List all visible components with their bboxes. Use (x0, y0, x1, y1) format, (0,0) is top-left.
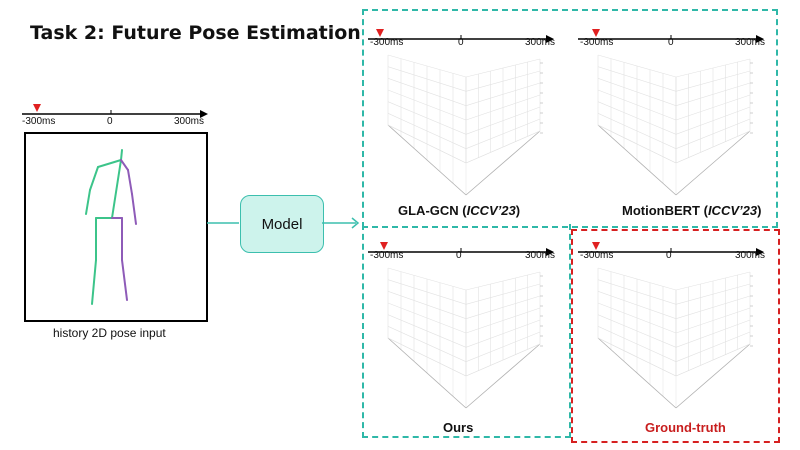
grid-line (675, 70, 751, 92)
time-marker-icon (592, 242, 600, 250)
grid-line (597, 279, 677, 305)
grid-line (465, 271, 541, 291)
input-pose-frame (24, 132, 208, 322)
time-marker-icon (33, 104, 41, 112)
timeline-mid: 0 (107, 116, 113, 127)
time-marker-icon (380, 242, 388, 250)
page-title: Task 2: Future Pose Estimation (30, 22, 361, 44)
timeline-ours (368, 242, 554, 256)
timeline-start: -300ms (580, 250, 614, 261)
timeline-motionbert (578, 29, 764, 43)
grid-line (465, 70, 541, 92)
grid-line (597, 337, 677, 377)
grid-line (387, 337, 467, 377)
grid-line (675, 130, 751, 196)
panel-label-ground-truth: Ground-truth (645, 420, 726, 435)
input-caption: history 2D pose input (53, 326, 166, 340)
grid-line (675, 58, 751, 78)
grid-line (465, 58, 541, 78)
panel-venue: ICCV’23 (707, 203, 758, 218)
timeline-end: 300ms (735, 250, 766, 261)
panel-label-motionbert: MotionBERT (ICCV’23) (622, 203, 762, 218)
grid-line (387, 124, 467, 196)
timeline-end: 300ms (174, 116, 205, 127)
axes-3d-gla-gcn (387, 54, 543, 196)
time-marker-icon (592, 29, 600, 37)
ground-truth-outline (571, 229, 780, 443)
input-timeline (22, 104, 208, 118)
timeline-gla-gcn (368, 29, 554, 43)
grid-line (387, 66, 467, 92)
timeline-mid: 0 (668, 37, 674, 48)
axes-3d-ours (387, 267, 543, 409)
timeline-mid: 0 (458, 37, 464, 48)
panel-method-name: MotionBERT (622, 203, 700, 218)
panel-method-name: Ground-truth (645, 420, 726, 435)
grid-line (465, 283, 541, 305)
panel-label-ours: Ours (443, 420, 473, 435)
timeline-start: -300ms (580, 37, 614, 48)
grid-line (597, 124, 677, 164)
grid-line (675, 343, 751, 409)
grid-line (387, 279, 467, 305)
timeline-mid: 0 (456, 250, 462, 261)
panel-method-name: Ours (443, 420, 474, 435)
timeline-ground-truth (578, 242, 764, 256)
timeline-mid: 0 (666, 250, 672, 261)
timeline-start: -300ms (370, 250, 404, 261)
time-marker-icon (376, 29, 384, 37)
predictions-outline-lower (362, 224, 571, 438)
panel-venue: ICCV’23 (466, 203, 516, 218)
timeline-end: 300ms (525, 250, 556, 261)
grid-line (465, 343, 541, 409)
grid-line (597, 124, 677, 196)
timeline-end: 300ms (735, 37, 766, 48)
grid-line (675, 130, 751, 164)
grid-line (675, 283, 751, 305)
grid-line (465, 130, 541, 164)
axes-3d-motionbert (597, 54, 753, 196)
grid-line (597, 54, 677, 78)
grid-line (387, 124, 467, 164)
panel-label-gla-gcn: GLA-GCN (ICCV’23) (398, 203, 521, 218)
model-label: Model (261, 215, 303, 233)
grid-line (387, 337, 467, 409)
grid-line (675, 343, 751, 377)
grid-line (675, 271, 751, 291)
timeline-start: -300ms (22, 116, 56, 127)
model-box: Model (240, 195, 324, 253)
timeline-end: 300ms (525, 37, 556, 48)
axes-3d-ground-truth (597, 267, 753, 409)
timeline-start: -300ms (370, 37, 404, 48)
grid-line (387, 267, 467, 291)
input-pose-skeleton (85, 149, 137, 305)
arrow-to-model (207, 222, 239, 224)
grid-line (465, 343, 541, 377)
grid-line (465, 130, 541, 196)
grid-line (387, 54, 467, 78)
grid-line (597, 267, 677, 291)
panel-method-name: GLA-GCN (398, 203, 459, 218)
grid-line (597, 66, 677, 92)
arrow-to-outputs (322, 217, 360, 229)
grid-line (597, 337, 677, 409)
